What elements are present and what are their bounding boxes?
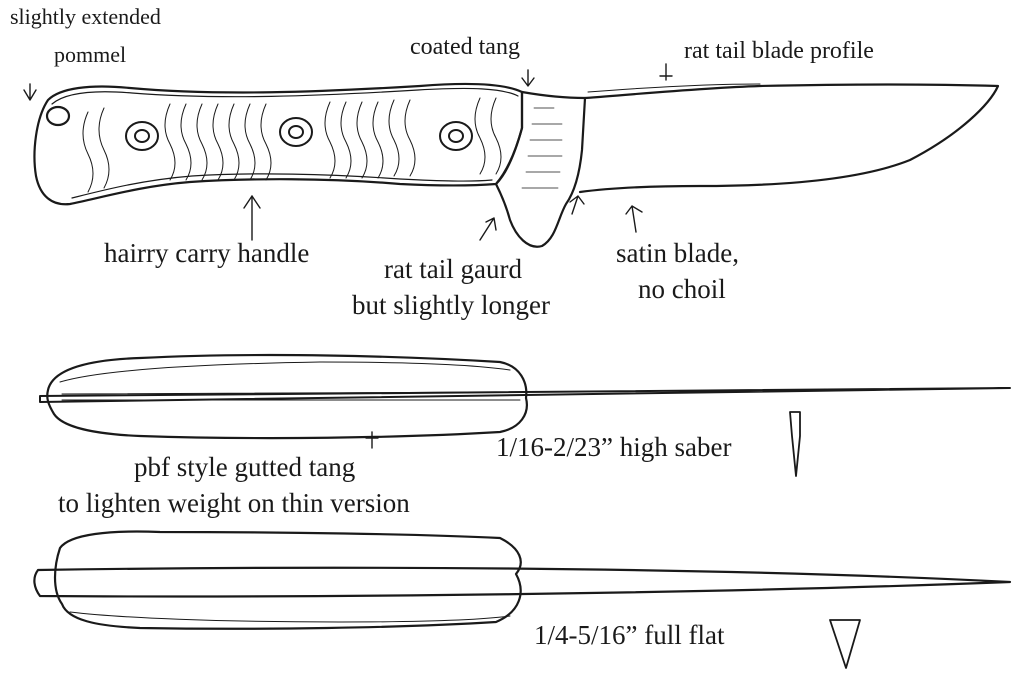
handle-label: hairry carry handle — [104, 238, 310, 268]
handle-bolts — [125, 117, 473, 151]
thick-version-view — [33, 530, 1012, 669]
blade-profile-arrow — [659, 63, 673, 81]
saber-grind-label: 1/16-2/23” high saber — [496, 432, 732, 462]
pommel-label-line2: pommel — [54, 42, 127, 67]
handle-outline — [33, 82, 524, 206]
thin-blade — [39, 387, 1011, 403]
blade-spine-line — [587, 83, 761, 93]
thin-tang-gutting — [61, 391, 521, 401]
thick-handle-outline — [53, 530, 522, 630]
gutted-tang-label-line1: pbf style gutted tang — [134, 452, 356, 482]
flat-grind-label: 1/4-5/16” full flat — [534, 620, 725, 650]
thick-blade — [33, 566, 1012, 598]
handle-bottom-double — [71, 173, 493, 199]
blade-finish-label-line1: satin blade, — [616, 238, 739, 268]
handle-texture — [82, 97, 502, 193]
flat-cross-section — [829, 619, 861, 669]
handle-bolt — [125, 121, 159, 151]
coated-tang-arrow — [521, 69, 535, 87]
thin-version-view — [39, 353, 1011, 477]
coated-tang-label: coated tang — [410, 34, 520, 60]
gutted-tang-label-line2: to lighten weight on thin version — [58, 488, 410, 518]
thin-handle-sketch-line — [59, 361, 511, 383]
pommel-label-line1: slightly extended — [10, 4, 161, 29]
guard-label-line1: rat tail gaurd — [384, 254, 522, 284]
pommel-arrow — [23, 83, 37, 101]
guard-tip-arrow — [569, 195, 585, 215]
saber-cross-section — [789, 411, 801, 477]
handle-outline-double — [51, 87, 519, 105]
guard-arrow — [479, 217, 497, 241]
lanyard-hole — [45, 105, 71, 127]
guard-shading — [521, 107, 563, 189]
blade-finish-label-line2: no choil — [638, 274, 726, 304]
blade-finish-arrow — [625, 205, 643, 233]
handle-bolt — [439, 121, 473, 151]
guard-outline — [494, 90, 587, 248]
handle-arrow — [243, 195, 261, 241]
guard-label-line2: but slightly longer — [352, 290, 550, 320]
blade-profile-label: rat tail blade profile — [684, 38, 874, 64]
annotation-arrows — [23, 63, 673, 241]
knife-profile-view — [33, 82, 1000, 248]
blade-outline — [578, 83, 1000, 194]
thick-handle-sketch-line — [69, 611, 511, 623]
handle-bolt — [279, 117, 313, 147]
thin-handle-outline — [46, 353, 528, 440]
